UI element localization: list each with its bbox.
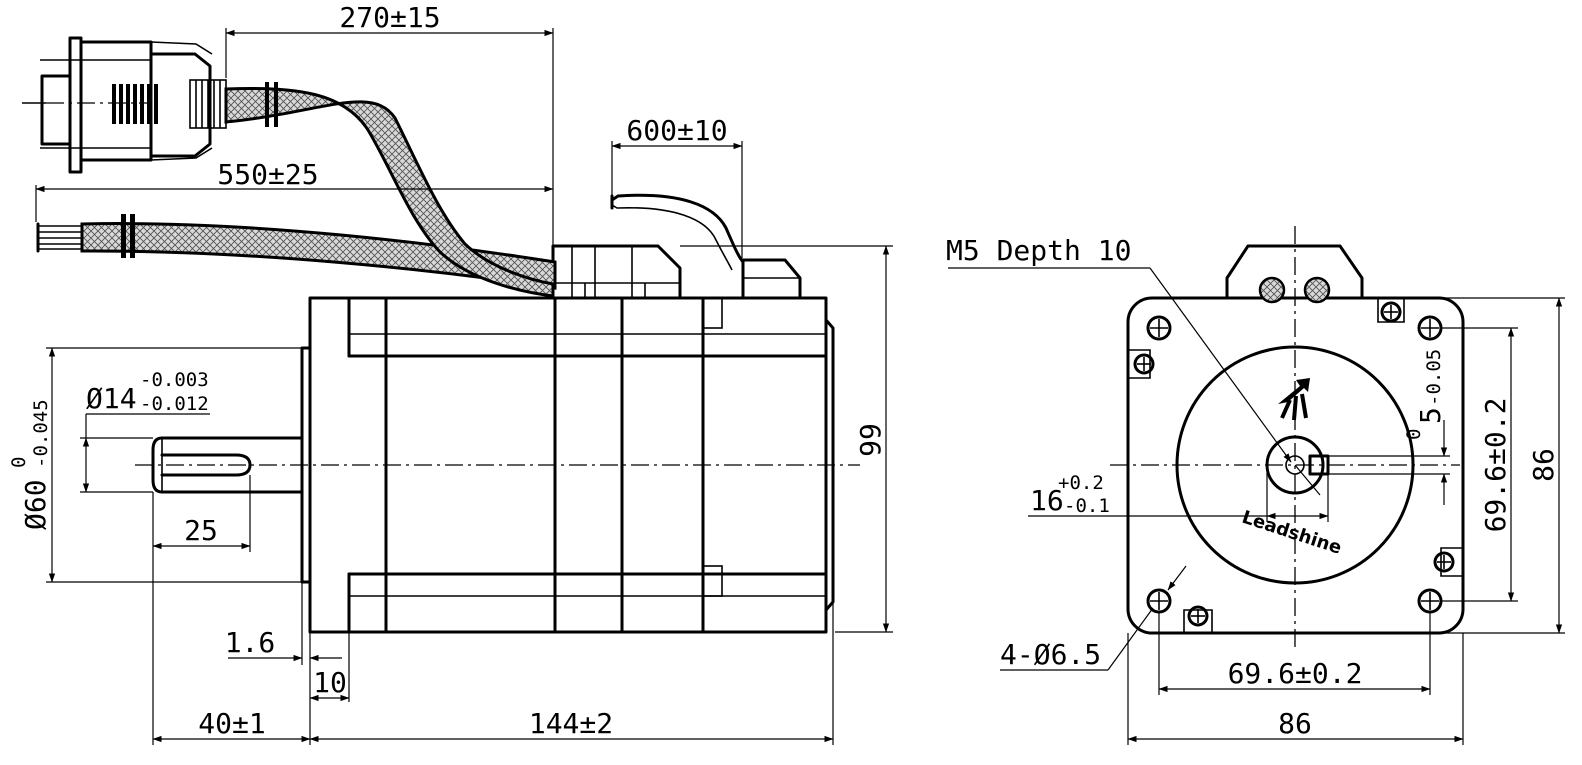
dim-shaft-key: 25 <box>152 475 251 552</box>
dim-bolt-spacing-v-text: 69.6±0.2 <box>1479 398 1512 533</box>
top-connector-block <box>551 244 682 300</box>
front-view: Leadshine M5 Depth 10 5 0 -0.05 16 <box>946 226 1565 745</box>
connector-cable-clamp <box>265 82 278 127</box>
dim-shaft-length: 40±1 <box>152 552 311 745</box>
front-connector-housing <box>1225 244 1364 300</box>
dim-encoder-cable: 550±25 <box>35 158 554 222</box>
dim-shaft-diameter: Ø14 -0.003 -0.012 <box>80 369 210 493</box>
key-width-base: 5 <box>1414 407 1447 424</box>
thread-note-text: M5 Depth 10 <box>946 234 1131 267</box>
dim-connector-cable-text: 270±15 <box>339 1 440 34</box>
shaft-tip-tol-lower: -0.1 <box>1064 495 1110 517</box>
dim-shaft-key-text: 25 <box>184 514 218 547</box>
dim-power-cable-text: 600±10 <box>626 114 727 147</box>
bolt-hole-br <box>1417 588 1443 614</box>
shaft-diameter-tol-lower: -0.012 <box>140 393 209 415</box>
dim-encoder-cable-text: 550±25 <box>217 158 318 191</box>
shaft-tip-base: 16 <box>1030 484 1064 517</box>
dim-thread-note: M5 Depth 10 <box>946 234 1321 496</box>
dim-pilot-diameter: Ø60 0 -0.045 <box>8 347 302 583</box>
dim-shaft-length-text: 40±1 <box>198 707 265 740</box>
dim-front-width-text: 86 <box>1278 707 1312 740</box>
side-view: 270±15 550±25 600±10 99 Ø60 0 <box>8 1 893 745</box>
dim-flange-height-text: 99 <box>854 423 887 457</box>
screw-right <box>1433 547 1463 577</box>
screw-left <box>1128 349 1155 379</box>
dim-power-cable: 600±10 <box>611 114 743 258</box>
dim-body-length: 144±2 <box>309 602 834 745</box>
dim-front-width: 86 <box>1127 633 1464 745</box>
dim-connector-cable: 270±15 <box>225 1 554 246</box>
dim-key-width: 5 0 -0.05 <box>1328 349 1450 505</box>
screws <box>1128 298 1463 633</box>
screw-top <box>1377 298 1405 323</box>
dim-flange-thickness-text: 1.6 <box>225 626 276 659</box>
dim-bolt-spacing-h-text: 69.6±0.2 <box>1228 657 1363 690</box>
dim-flange-thickness: 1.6 <box>225 582 342 700</box>
power-cable-lower-edge <box>611 204 733 271</box>
dim-flange-offset: 10 <box>309 632 350 702</box>
dim-shaft-tip: 16 +0.2 -0.1 <box>1028 465 1329 522</box>
shaft-diameter-base: Ø14 <box>86 382 137 415</box>
encoder-cable <box>80 222 557 290</box>
key-width-tol-lower: -0.05 <box>1423 349 1445 406</box>
bolt-hole-tr <box>1417 315 1443 341</box>
pilot-diameter-base: Ø60 <box>19 479 52 530</box>
pilot-diameter-tol-upper: 0 <box>8 457 30 468</box>
screw-bottom <box>1183 605 1213 633</box>
power-connector <box>741 258 802 300</box>
db-connector <box>22 36 227 174</box>
front-connector-pins <box>1258 276 1331 304</box>
shaft-tip-tol-upper: +0.2 <box>1058 472 1104 494</box>
encoder-cable-clamp <box>121 214 135 258</box>
dim-body-length-text: 144±2 <box>529 707 613 740</box>
dim-bolt-spacing-v: 69.6±0.2 <box>1441 327 1518 602</box>
key-width-tol-upper: 0 <box>1403 429 1425 440</box>
dim-bolt-spacing-h: 69.6±0.2 <box>1158 612 1431 695</box>
motor-body <box>308 296 835 634</box>
hole-note-text: 4-Ø6.5 <box>1000 638 1101 671</box>
front-pilot-circle <box>1175 345 1415 585</box>
dim-flange-height: 99 <box>680 245 893 633</box>
power-cable <box>610 193 745 264</box>
brand-logo-icon <box>1278 378 1310 421</box>
bolt-hole-tl <box>1146 315 1172 341</box>
connector-cable <box>224 86 555 298</box>
front-shaft-key <box>1308 454 1330 476</box>
dim-front-height-text: 86 <box>1527 448 1560 482</box>
encoder-cable-wire-ends <box>36 222 82 253</box>
shaft-diameter-tol-upper: -0.003 <box>140 369 209 391</box>
front-thread-hole <box>1285 455 1305 475</box>
bolt-hole-bl <box>1146 588 1172 614</box>
dim-flange-offset-text: 10 <box>313 666 347 699</box>
pilot-diameter-tol-lower: -0.045 <box>30 399 52 468</box>
dim-hole-note: 4-Ø6.5 <box>1000 565 1187 671</box>
dim-front-height: 86 <box>1440 297 1565 634</box>
